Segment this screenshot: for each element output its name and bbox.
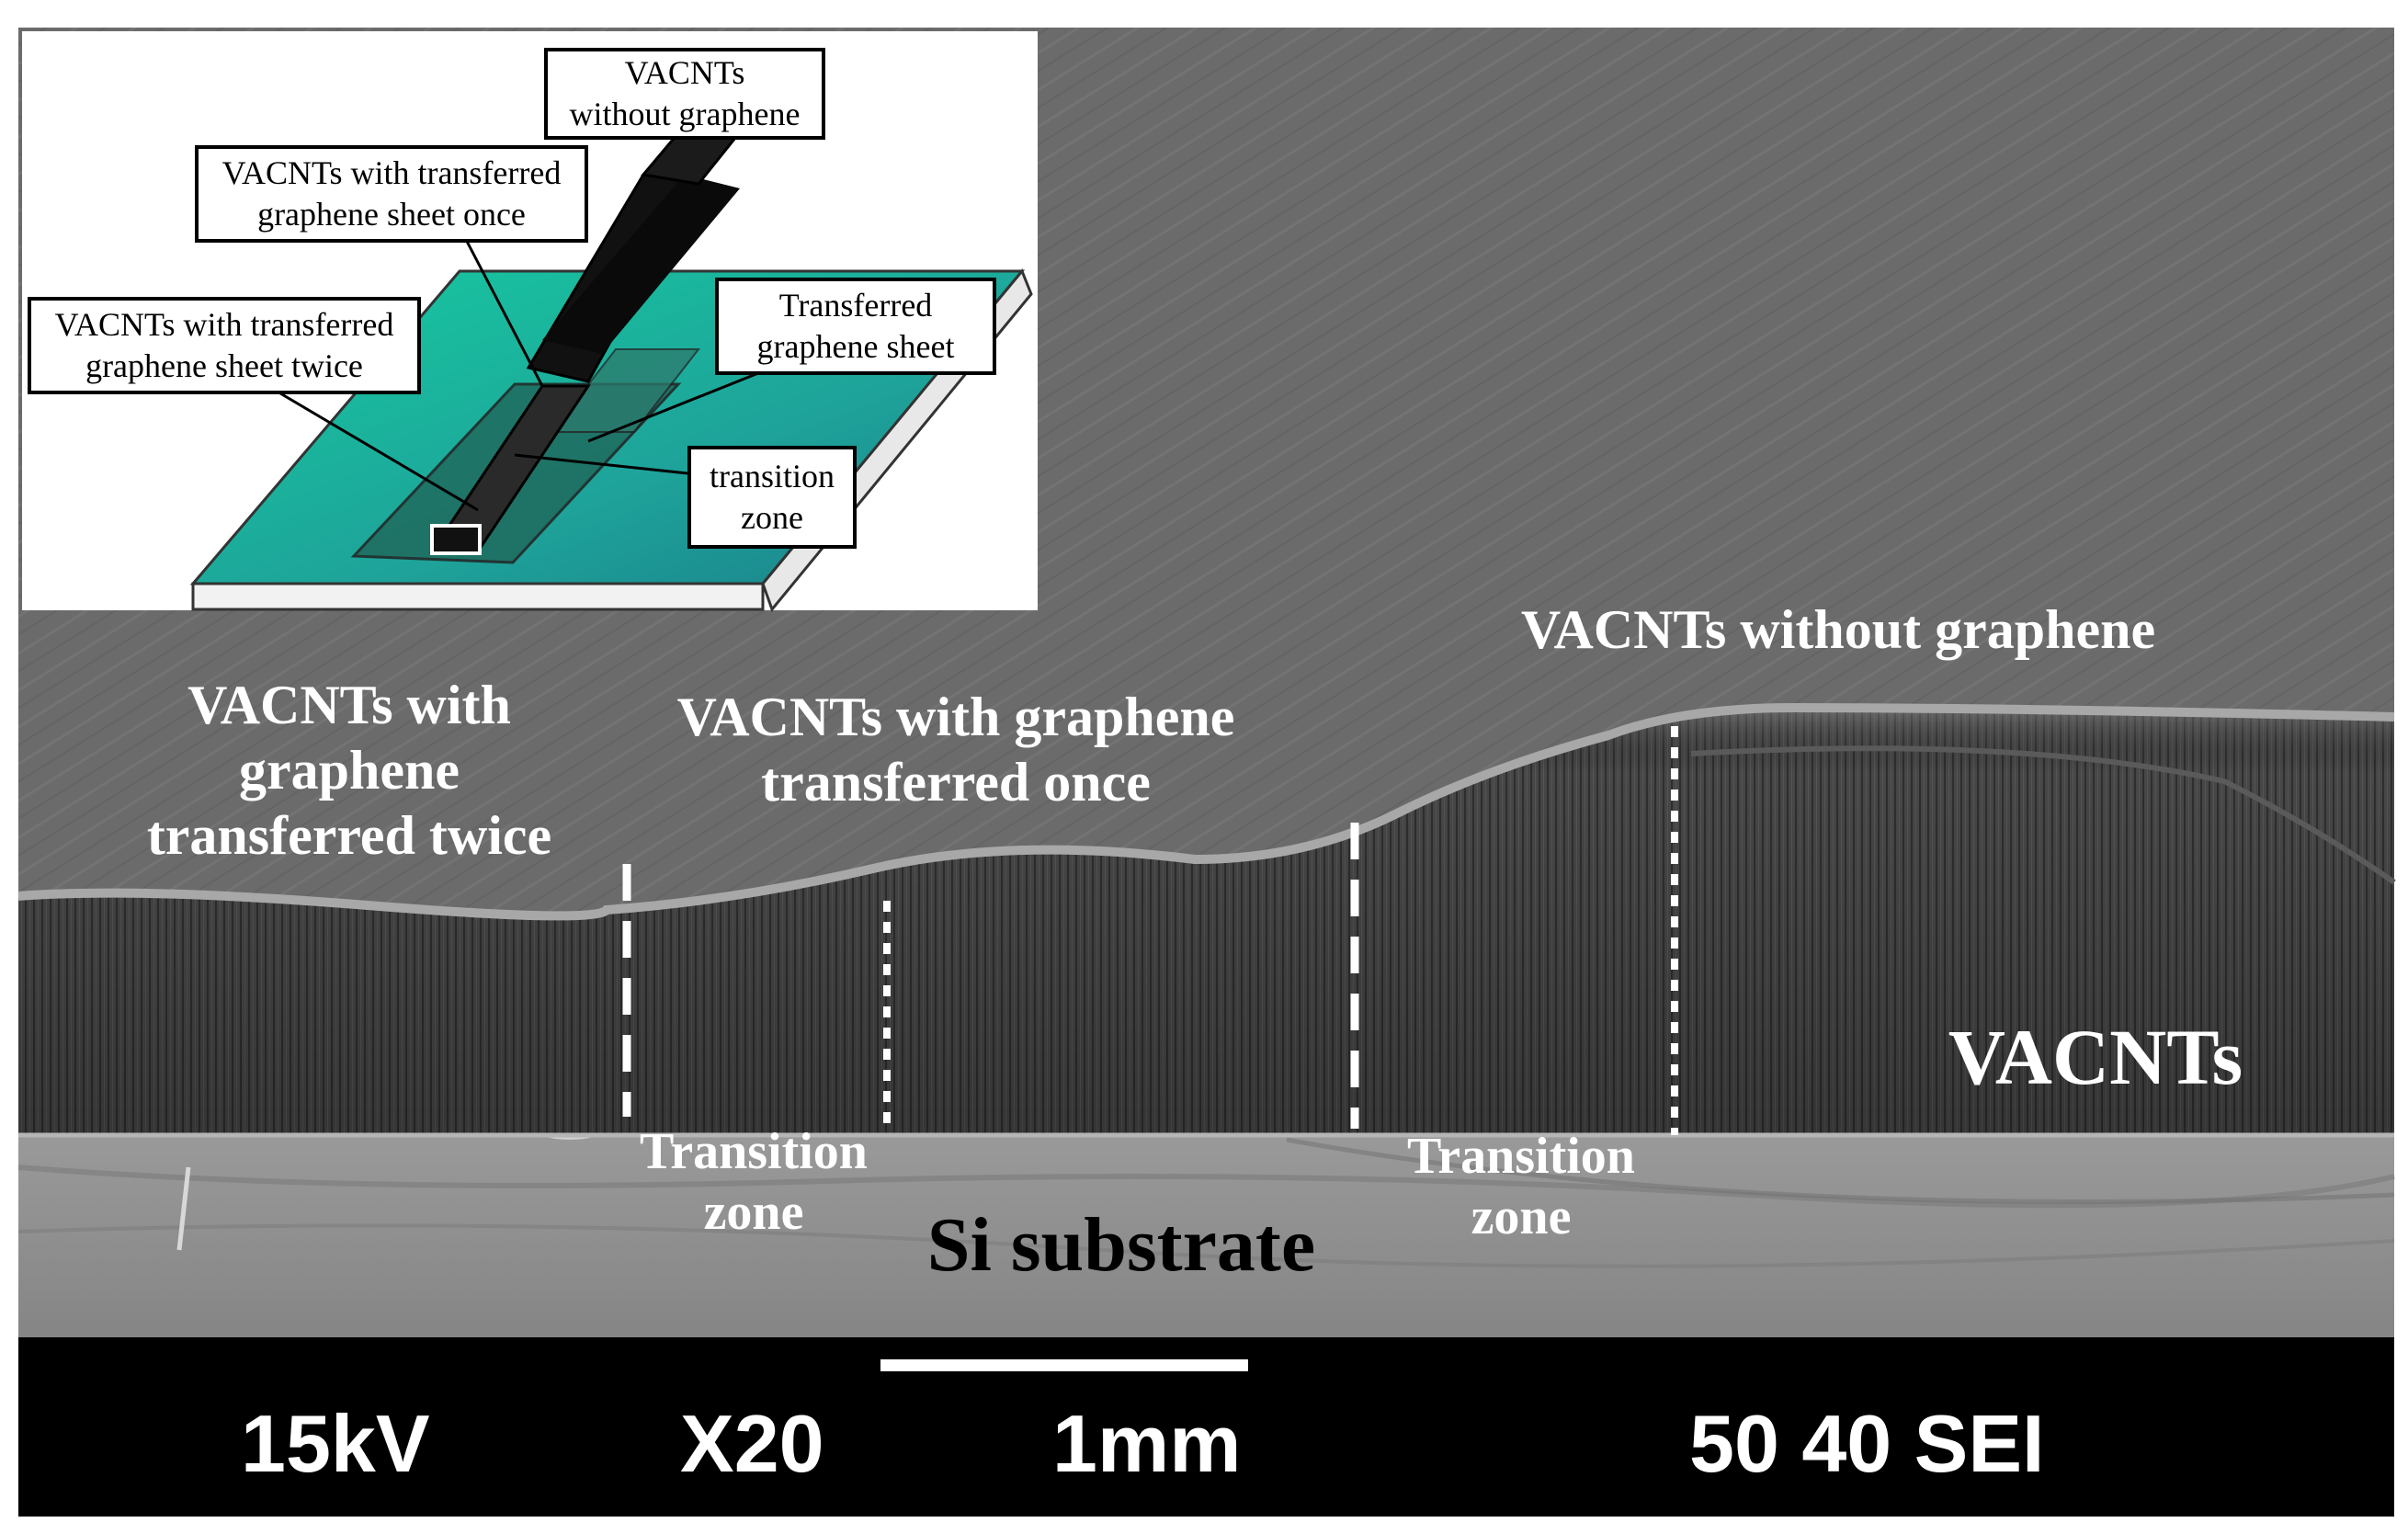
label-transition-right-line1: Transition (1407, 1128, 1635, 1185)
inset-box-transferred-sheet: Transferred graphene sheet (715, 278, 996, 375)
label-graphene-twice: VACNTs with graphene transferred twice (119, 673, 579, 868)
inset-box-twice-line2: graphene sheet twice (85, 347, 363, 384)
scale-bar (880, 1359, 1248, 1371)
inset-box-transition-zone: transition zone (687, 446, 857, 549)
info-voltage: 15kV (241, 1398, 430, 1489)
inset-box-twice-line1: VACNTs with transferred (54, 306, 394, 343)
inset-box-once-line1: VACNTs with transferred (221, 154, 562, 191)
si-substrate (18, 1131, 2394, 1337)
inset-box-without-line1: VACNTs (624, 54, 745, 91)
inset-box-sheet-line2: graphene sheet (756, 328, 955, 365)
label-twice-line1: VACNTs with (187, 675, 511, 735)
inset-box-transition-line1: transition (710, 458, 835, 494)
inset-box-once-line2: graphene sheet once (257, 196, 526, 233)
label-once-line1: VACNTs with graphene (676, 687, 1235, 747)
label-vacnts: VACNTs (1948, 1013, 2243, 1101)
info-id: 50 40 SEI (1689, 1398, 2045, 1489)
inset-box-without-graphene: VACNTs without graphene (544, 48, 825, 140)
label-transition-zone-left: Transition zone (611, 1121, 896, 1243)
label-transition-zone-right: Transition zone (1379, 1126, 1664, 1247)
label-transition-right-line2: zone (1471, 1188, 1572, 1246)
label-without-graphene: VACNTs without graphene (1520, 599, 2156, 660)
label-graphene-once: VACNTs with graphene transferred once (634, 685, 1278, 815)
label-twice-line2: graphene (239, 739, 460, 801)
inset-box-sheet-line1: Transferred (778, 287, 933, 324)
info-scale: 1mm (1052, 1398, 1242, 1489)
inset-box-transferred-twice: VACNTs with transferred graphene sheet tw… (28, 297, 421, 394)
inset-box-without-line2: without graphene (569, 96, 801, 132)
label-once-line2: transferred once (761, 751, 1151, 812)
label-si-substrate: Si substrate (926, 1202, 1316, 1288)
label-transition-left-line1: Transition (640, 1123, 868, 1180)
inset-box-transferred-once: VACNTs with transferred graphene sheet on… (195, 145, 588, 243)
info-magnification: X20 (680, 1398, 824, 1489)
forest-top-edge (17, 702, 2395, 921)
label-twice-line3: transferred twice (146, 804, 552, 866)
substrate-texture (17, 1165, 2395, 1209)
label-transition-left-line2: zone (703, 1184, 804, 1242)
inset-box-transition-line2: zone (741, 499, 803, 536)
